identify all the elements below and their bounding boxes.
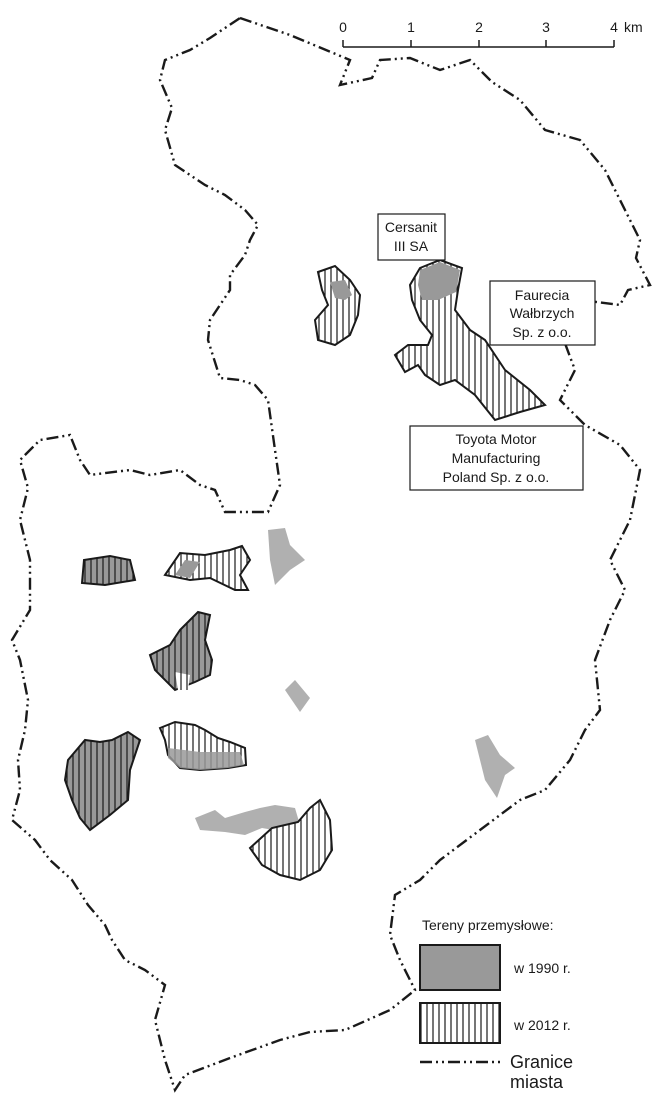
label-toyota-line1: Toyota Motor xyxy=(456,431,537,447)
label-faurecia-line1: Faurecia xyxy=(515,287,570,303)
industrial-area-1990 xyxy=(80,554,137,587)
industrial-area-2012 xyxy=(63,730,142,832)
label-faurecia: Faurecia Wałbrzych Sp. z o.o. xyxy=(489,280,596,346)
scale-tick-3: 3 xyxy=(542,19,550,35)
legend-border-label-2: miasta xyxy=(510,1072,564,1092)
industrial-area-1990 xyxy=(175,560,200,578)
industrial-area-1990 xyxy=(168,748,244,770)
legend: Tereny przemysłowe: w 1990 r. w 2012 r. … xyxy=(419,917,573,1092)
legend-title: Tereny przemysłowe: xyxy=(422,917,554,933)
legend-swatch-2012 xyxy=(419,1002,501,1044)
legend-border-label-1: Granice xyxy=(510,1052,573,1072)
industrial-area-1990 xyxy=(330,280,352,300)
scale-unit: km xyxy=(624,19,643,35)
industrial-area-2012 xyxy=(248,798,334,882)
city-boundary xyxy=(10,16,652,1093)
scale-tick-0: 0 xyxy=(339,19,347,35)
label-faurecia-line3: Sp. z o.o. xyxy=(512,324,571,340)
industrial-area-2012 xyxy=(175,672,190,690)
legend-swatch-1990 xyxy=(419,944,501,991)
industrial-area-1990 xyxy=(268,528,305,585)
legend-label-1990: w 1990 r. xyxy=(513,960,571,976)
label-toyota: Toyota Motor Manufacturing Poland Sp. z … xyxy=(409,425,584,491)
industrial-area-2012 xyxy=(148,610,214,692)
label-cersanit: Cersanit III SA xyxy=(377,213,446,261)
label-faurecia-line2: Wałbrzych xyxy=(510,305,575,321)
scale-tick-2: 2 xyxy=(475,19,483,35)
industrial-area-1990 xyxy=(418,262,460,300)
industrial-area-2012 xyxy=(163,544,252,591)
scale-tick-1: 1 xyxy=(407,19,415,35)
scale-bar: 0 1 2 3 4 km xyxy=(339,19,643,48)
label-toyota-line2: Manufacturing xyxy=(452,450,541,466)
label-cersanit-line2: III SA xyxy=(394,238,429,254)
industrial-area-1990 xyxy=(475,735,515,798)
industrial-area-2012 xyxy=(313,264,362,347)
legend-label-2012: w 2012 r. xyxy=(513,1017,571,1033)
label-toyota-line3: Poland Sp. z o.o. xyxy=(443,469,550,485)
label-cersanit-line1: Cersanit xyxy=(385,219,437,235)
scale-tick-4: 4 xyxy=(610,19,618,35)
industrial-area-1990 xyxy=(285,680,310,712)
